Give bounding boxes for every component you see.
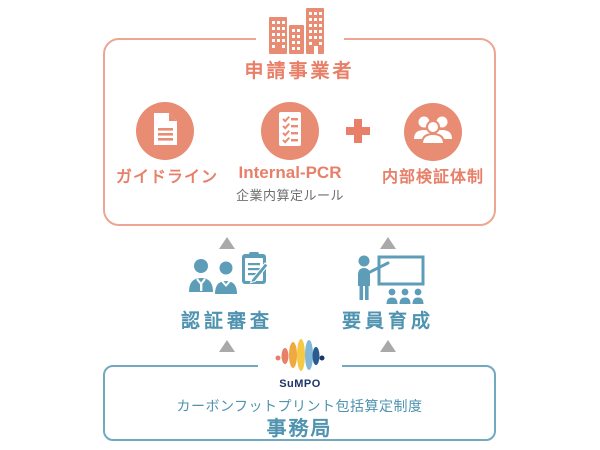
guideline-circle — [136, 102, 194, 160]
audit-people-clipboard-icon — [186, 250, 270, 311]
up-arrow-icon — [380, 340, 396, 352]
checklist-icon — [261, 100, 319, 163]
applicant-title: 申請事業者 — [244, 61, 355, 82]
training-label: 要員育成 — [341, 311, 434, 332]
up-arrow-icon — [219, 237, 235, 249]
sumpo-logo-text: SuMPO — [279, 378, 321, 390]
verification-circle — [404, 103, 462, 161]
internal-pcr-sublabel: 企業内算定ルール — [235, 188, 344, 203]
sumpo-logo-icon — [274, 336, 326, 379]
trainer-whiteboard-icon — [352, 252, 428, 311]
office-name-label: 事務局 — [266, 418, 333, 440]
guideline-label: ガイドライン — [115, 169, 218, 186]
office-program-label: カーボンフットプリント包括算定制度 — [176, 398, 423, 414]
internal-pcr-label: Internal-PCR — [238, 163, 342, 182]
plus-icon — [344, 117, 372, 145]
up-arrow-icon — [219, 340, 235, 352]
up-arrow-icon — [380, 237, 396, 249]
buildings-icon — [256, 4, 344, 56]
internal-pcr-circle — [261, 102, 319, 160]
audit-label: 認証審査 — [180, 311, 273, 332]
sumpo-logo: SuMPO — [258, 336, 342, 390]
verification-label: 内部検証体制 — [381, 169, 484, 186]
people-group-icon — [404, 101, 462, 164]
document-icon — [136, 100, 194, 163]
